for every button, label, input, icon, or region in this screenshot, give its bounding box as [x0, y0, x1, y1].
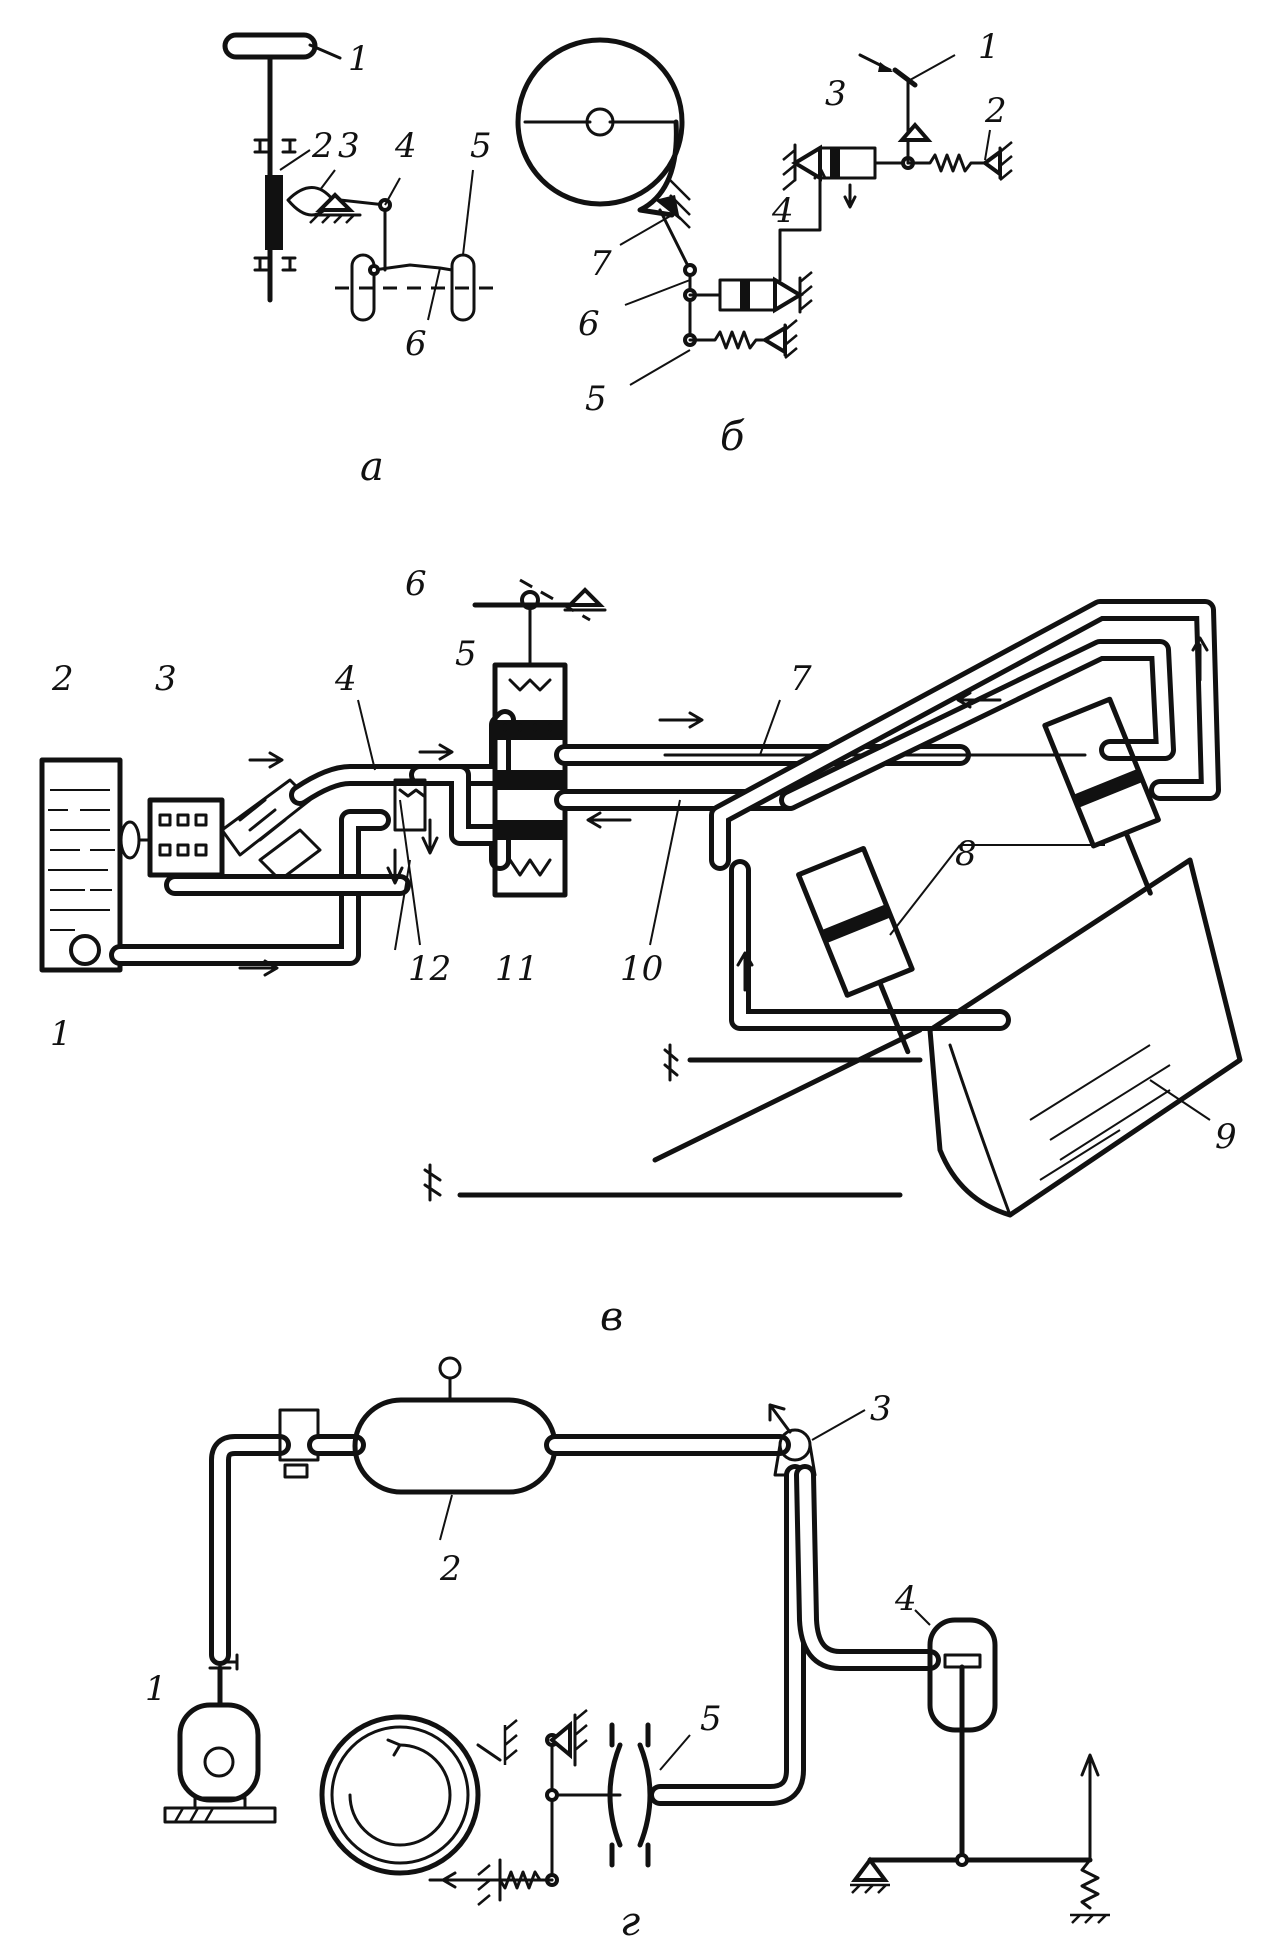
brake-drum — [515, 37, 685, 207]
label-v-12: 12 — [408, 949, 451, 989]
label-v-3: 3 — [155, 659, 177, 699]
caption-v: в — [600, 1294, 623, 1340]
steering-wheel — [222, 32, 318, 60]
label-v-11: 11 — [495, 949, 538, 989]
air-receiver — [352, 1397, 558, 1495]
label-a-2: 2 — [311, 126, 334, 166]
cylinder-3 — [818, 146, 877, 180]
pump-3 — [147, 797, 225, 878]
label-a-5: 5 — [470, 126, 492, 166]
label-a-1: 1 — [348, 39, 370, 79]
left-wheel — [350, 253, 376, 322]
label-a-6: 6 — [405, 324, 427, 364]
label-v-5: 5 — [455, 634, 477, 674]
label-g-2: 2 — [439, 1549, 462, 1589]
label-v-6: 6 — [405, 564, 427, 604]
label-b-7: 7 — [590, 244, 612, 284]
spring-5 — [688, 330, 767, 350]
compressor — [177, 1702, 261, 1803]
caption-g: г — [620, 1899, 640, 1942]
label-b-3: 3 — [825, 74, 847, 114]
label-v-8: 8 — [955, 834, 977, 874]
label-b-2: 2 — [984, 91, 1007, 131]
tie-rod — [372, 263, 454, 272]
brake-drum-g — [319, 1714, 481, 1876]
label-v-9: 9 — [1215, 1117, 1237, 1157]
label-v-7: 7 — [790, 659, 812, 699]
panel-g: 1 2 3 4 5 г — [145, 1356, 1110, 1942]
caption-b: б — [720, 414, 745, 460]
label-g-5: 5 — [700, 1699, 722, 1739]
panel-a: 1 2 3 4 5 6 а — [222, 32, 495, 490]
label-g-3: 3 — [870, 1389, 892, 1429]
panel-b: 1 2 3 4 5 6 7 б — [515, 27, 1013, 460]
dozer-blade — [927, 857, 1243, 1218]
cylinder-8-right — [1042, 696, 1161, 896]
label-v-10: 10 — [620, 949, 663, 989]
caption-a: а — [360, 444, 384, 490]
worm-gear — [265, 175, 283, 250]
panel-v: 2 3 4 5 6 7 8 9 10 11 12 1 в — [39, 564, 1243, 1340]
label-b-6: 6 — [578, 304, 600, 344]
relief-valve — [393, 778, 427, 832]
label-g-4: 4 — [894, 1579, 917, 1619]
oil-tank — [39, 757, 123, 973]
spring-2 — [906, 153, 987, 173]
label-b-4: 4 — [771, 191, 794, 231]
label-g-1: 1 — [145, 1669, 167, 1709]
label-b-5: 5 — [585, 379, 607, 419]
brake-band — [655, 195, 680, 220]
label-v-2: 2 — [51, 659, 74, 699]
label-a-3: 3 — [338, 126, 360, 166]
label-b-1: 1 — [978, 27, 1000, 67]
pump-1 — [69, 934, 101, 966]
label-a-4: 4 — [394, 126, 417, 166]
label-v-1: 1 — [50, 1014, 72, 1054]
label-v-4: 4 — [334, 659, 357, 699]
